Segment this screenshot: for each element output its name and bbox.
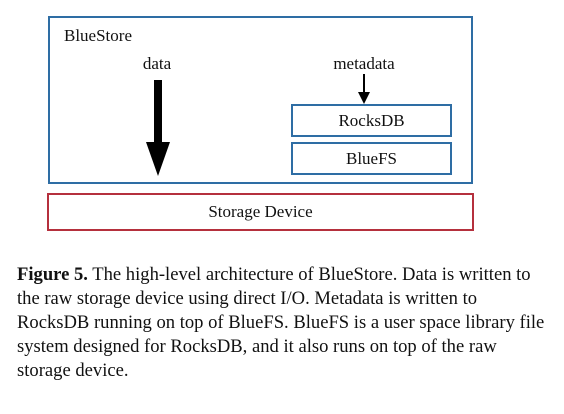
rocksdb-label: RocksDB [338,110,405,130]
data-arrow-icon [146,80,170,176]
figure-caption-text: The high-level architecture of BlueStore… [17,264,545,381]
metadata-label: metadata [333,54,395,73]
bluestore-label: BlueStore [64,26,132,45]
bluefs-box: BlueFS [291,142,452,175]
metadata-arrow-icon [358,74,370,104]
figure-caption-label: Figure 5. [17,264,88,285]
bluefs-label: BlueFS [345,148,398,168]
bluestore-architecture-diagram: BlueStore data metadata RocksDB BlueFS S… [47,16,474,231]
storage-device-label: Storage Device [208,202,313,221]
rocksdb-box: RocksDB [291,104,452,137]
bluestore-container [48,16,473,184]
storage-device-box: Storage Device [47,193,474,231]
figure-caption: Figure 5. The high-level architecture of… [17,263,547,383]
data-label: data [142,54,172,73]
